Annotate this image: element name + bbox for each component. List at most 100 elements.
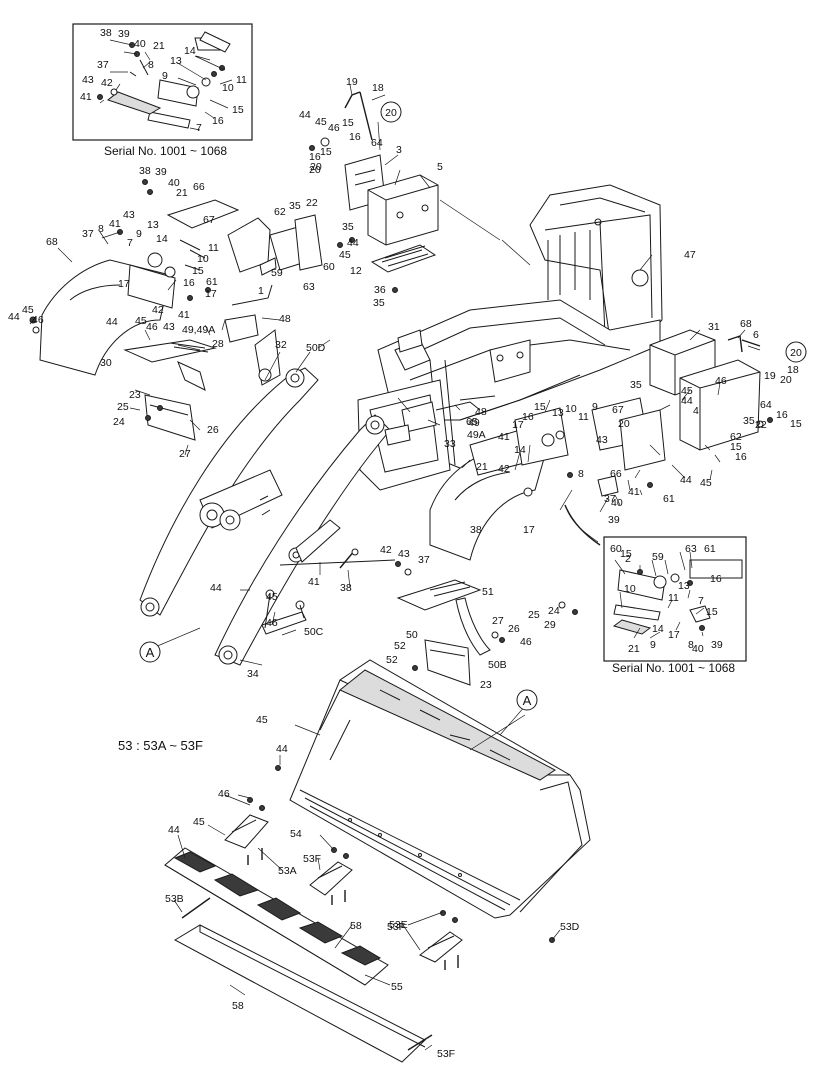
part-label: 44 bbox=[210, 582, 222, 594]
part-label: 41 bbox=[628, 486, 640, 498]
part-label: 46 bbox=[520, 636, 532, 648]
part-label: 18 bbox=[787, 364, 799, 376]
part-label: 9 bbox=[650, 639, 656, 651]
part-label: 7 bbox=[196, 122, 202, 134]
inset-top-left-frame bbox=[72, 23, 253, 141]
part-label: 45 bbox=[266, 591, 278, 603]
part-label: 15 bbox=[342, 117, 354, 129]
part-label: 10 bbox=[197, 253, 209, 265]
part-label: 7 bbox=[698, 595, 704, 607]
part-label: 16 bbox=[522, 411, 534, 423]
part-label: 53F bbox=[387, 921, 405, 933]
part-label: 39 bbox=[711, 639, 723, 651]
part-label: 40 bbox=[611, 497, 623, 509]
part-label: 15 bbox=[534, 401, 546, 413]
part-label: 29 bbox=[544, 619, 556, 631]
part-label: 43 bbox=[596, 434, 608, 446]
part-label: 44 bbox=[680, 474, 692, 486]
cutting-edge bbox=[164, 847, 433, 1063]
part-label: 16 bbox=[735, 451, 747, 463]
part-label: 41 bbox=[178, 309, 190, 321]
part-label: 63 bbox=[303, 281, 315, 293]
part-label: 11 bbox=[578, 411, 589, 423]
part-label: 38 bbox=[340, 582, 352, 594]
ref-marker-a-right bbox=[516, 689, 538, 711]
part-label: 61 bbox=[663, 493, 675, 505]
part-label: 20 bbox=[310, 161, 322, 173]
part-label: 7 bbox=[127, 237, 133, 249]
part-label: 21 bbox=[628, 643, 640, 655]
ref-marker-20-right bbox=[785, 341, 807, 363]
part-label: 15 bbox=[790, 418, 802, 430]
part-label: 50D bbox=[306, 342, 326, 354]
part-label: 61 bbox=[704, 543, 716, 555]
part-label: 62 bbox=[730, 431, 742, 443]
inset-bottom-right-frame bbox=[603, 536, 747, 662]
part-label: 17 bbox=[668, 629, 680, 641]
part-label: 40 bbox=[168, 177, 180, 189]
part-label: 8 bbox=[688, 639, 694, 651]
part-label: 45 bbox=[22, 304, 34, 316]
part-label: 62 bbox=[274, 206, 286, 218]
ref-marker-a-right-text: A bbox=[523, 693, 532, 708]
part-label: 50 bbox=[406, 629, 418, 641]
part-label: 44 bbox=[276, 743, 288, 755]
part-label: 58 bbox=[232, 1000, 244, 1012]
part-label: 17 bbox=[205, 288, 217, 300]
part-label: 6 bbox=[753, 329, 759, 341]
part-label: 45 bbox=[700, 477, 712, 489]
part-label: 67 bbox=[203, 214, 215, 226]
part-label: 35 bbox=[743, 415, 755, 427]
part-label: 34 bbox=[247, 668, 259, 680]
part-label: 58 bbox=[350, 920, 362, 932]
part-label: 26 bbox=[207, 424, 219, 436]
part-label: 49,49A bbox=[182, 324, 215, 336]
boom-arms bbox=[139, 284, 391, 666]
part-label: 15 bbox=[192, 265, 204, 277]
part-label: 53F bbox=[437, 1048, 455, 1060]
part-label: 52 bbox=[386, 654, 398, 666]
part-label: 60 bbox=[610, 543, 622, 555]
part-label: 15 bbox=[620, 548, 632, 560]
part-label: 16 bbox=[776, 409, 788, 421]
part-label: 30 bbox=[100, 357, 112, 369]
part-label: 66 bbox=[610, 468, 622, 480]
part-label: 38 bbox=[470, 524, 482, 536]
part-label: 24 bbox=[548, 605, 560, 617]
part-label: 41 bbox=[109, 218, 121, 230]
part-label: 52 bbox=[394, 640, 406, 652]
part-label: 37 bbox=[97, 59, 109, 71]
part-label: 13 bbox=[678, 580, 690, 592]
part-label: 44 bbox=[347, 237, 359, 249]
inset-top-left-serial: Serial No. 1001 ~ 1068 bbox=[104, 144, 227, 158]
part-label: 5 bbox=[437, 161, 443, 173]
part-label: 44 bbox=[8, 311, 20, 323]
part-label: 32 bbox=[275, 339, 287, 351]
part-label: 38 bbox=[139, 165, 151, 177]
inset-bottom-right-serial: Serial No. 1001 ~ 1068 bbox=[612, 661, 735, 675]
right-step-assembly bbox=[279, 559, 578, 686]
part-label: 4 bbox=[693, 405, 699, 417]
center-light-assembly bbox=[384, 395, 496, 446]
part-label: 13 bbox=[170, 55, 182, 67]
part-label: 49 bbox=[468, 417, 480, 429]
part-label: 15 bbox=[320, 146, 332, 158]
part-label: 15 bbox=[706, 606, 718, 618]
part-label: 16 bbox=[212, 115, 224, 127]
part-label: 45 bbox=[339, 249, 351, 261]
part-label: 14 bbox=[514, 444, 526, 456]
bucket-teeth bbox=[224, 765, 555, 970]
part-label: 66 bbox=[193, 181, 205, 193]
part-label: 11 bbox=[668, 592, 679, 604]
bucket-group-label: 53 : 53A ~ 53F bbox=[118, 738, 203, 753]
part-label: 54 bbox=[290, 828, 302, 840]
part-label: 53F bbox=[303, 853, 321, 865]
part-label: 2 bbox=[625, 553, 631, 565]
ref-marker-a-left-text: A bbox=[146, 645, 155, 660]
part-label: 53A bbox=[278, 865, 297, 877]
part-label: 18 bbox=[372, 82, 384, 94]
part-label: 50C bbox=[304, 626, 324, 638]
part-label: 68 bbox=[740, 318, 752, 330]
